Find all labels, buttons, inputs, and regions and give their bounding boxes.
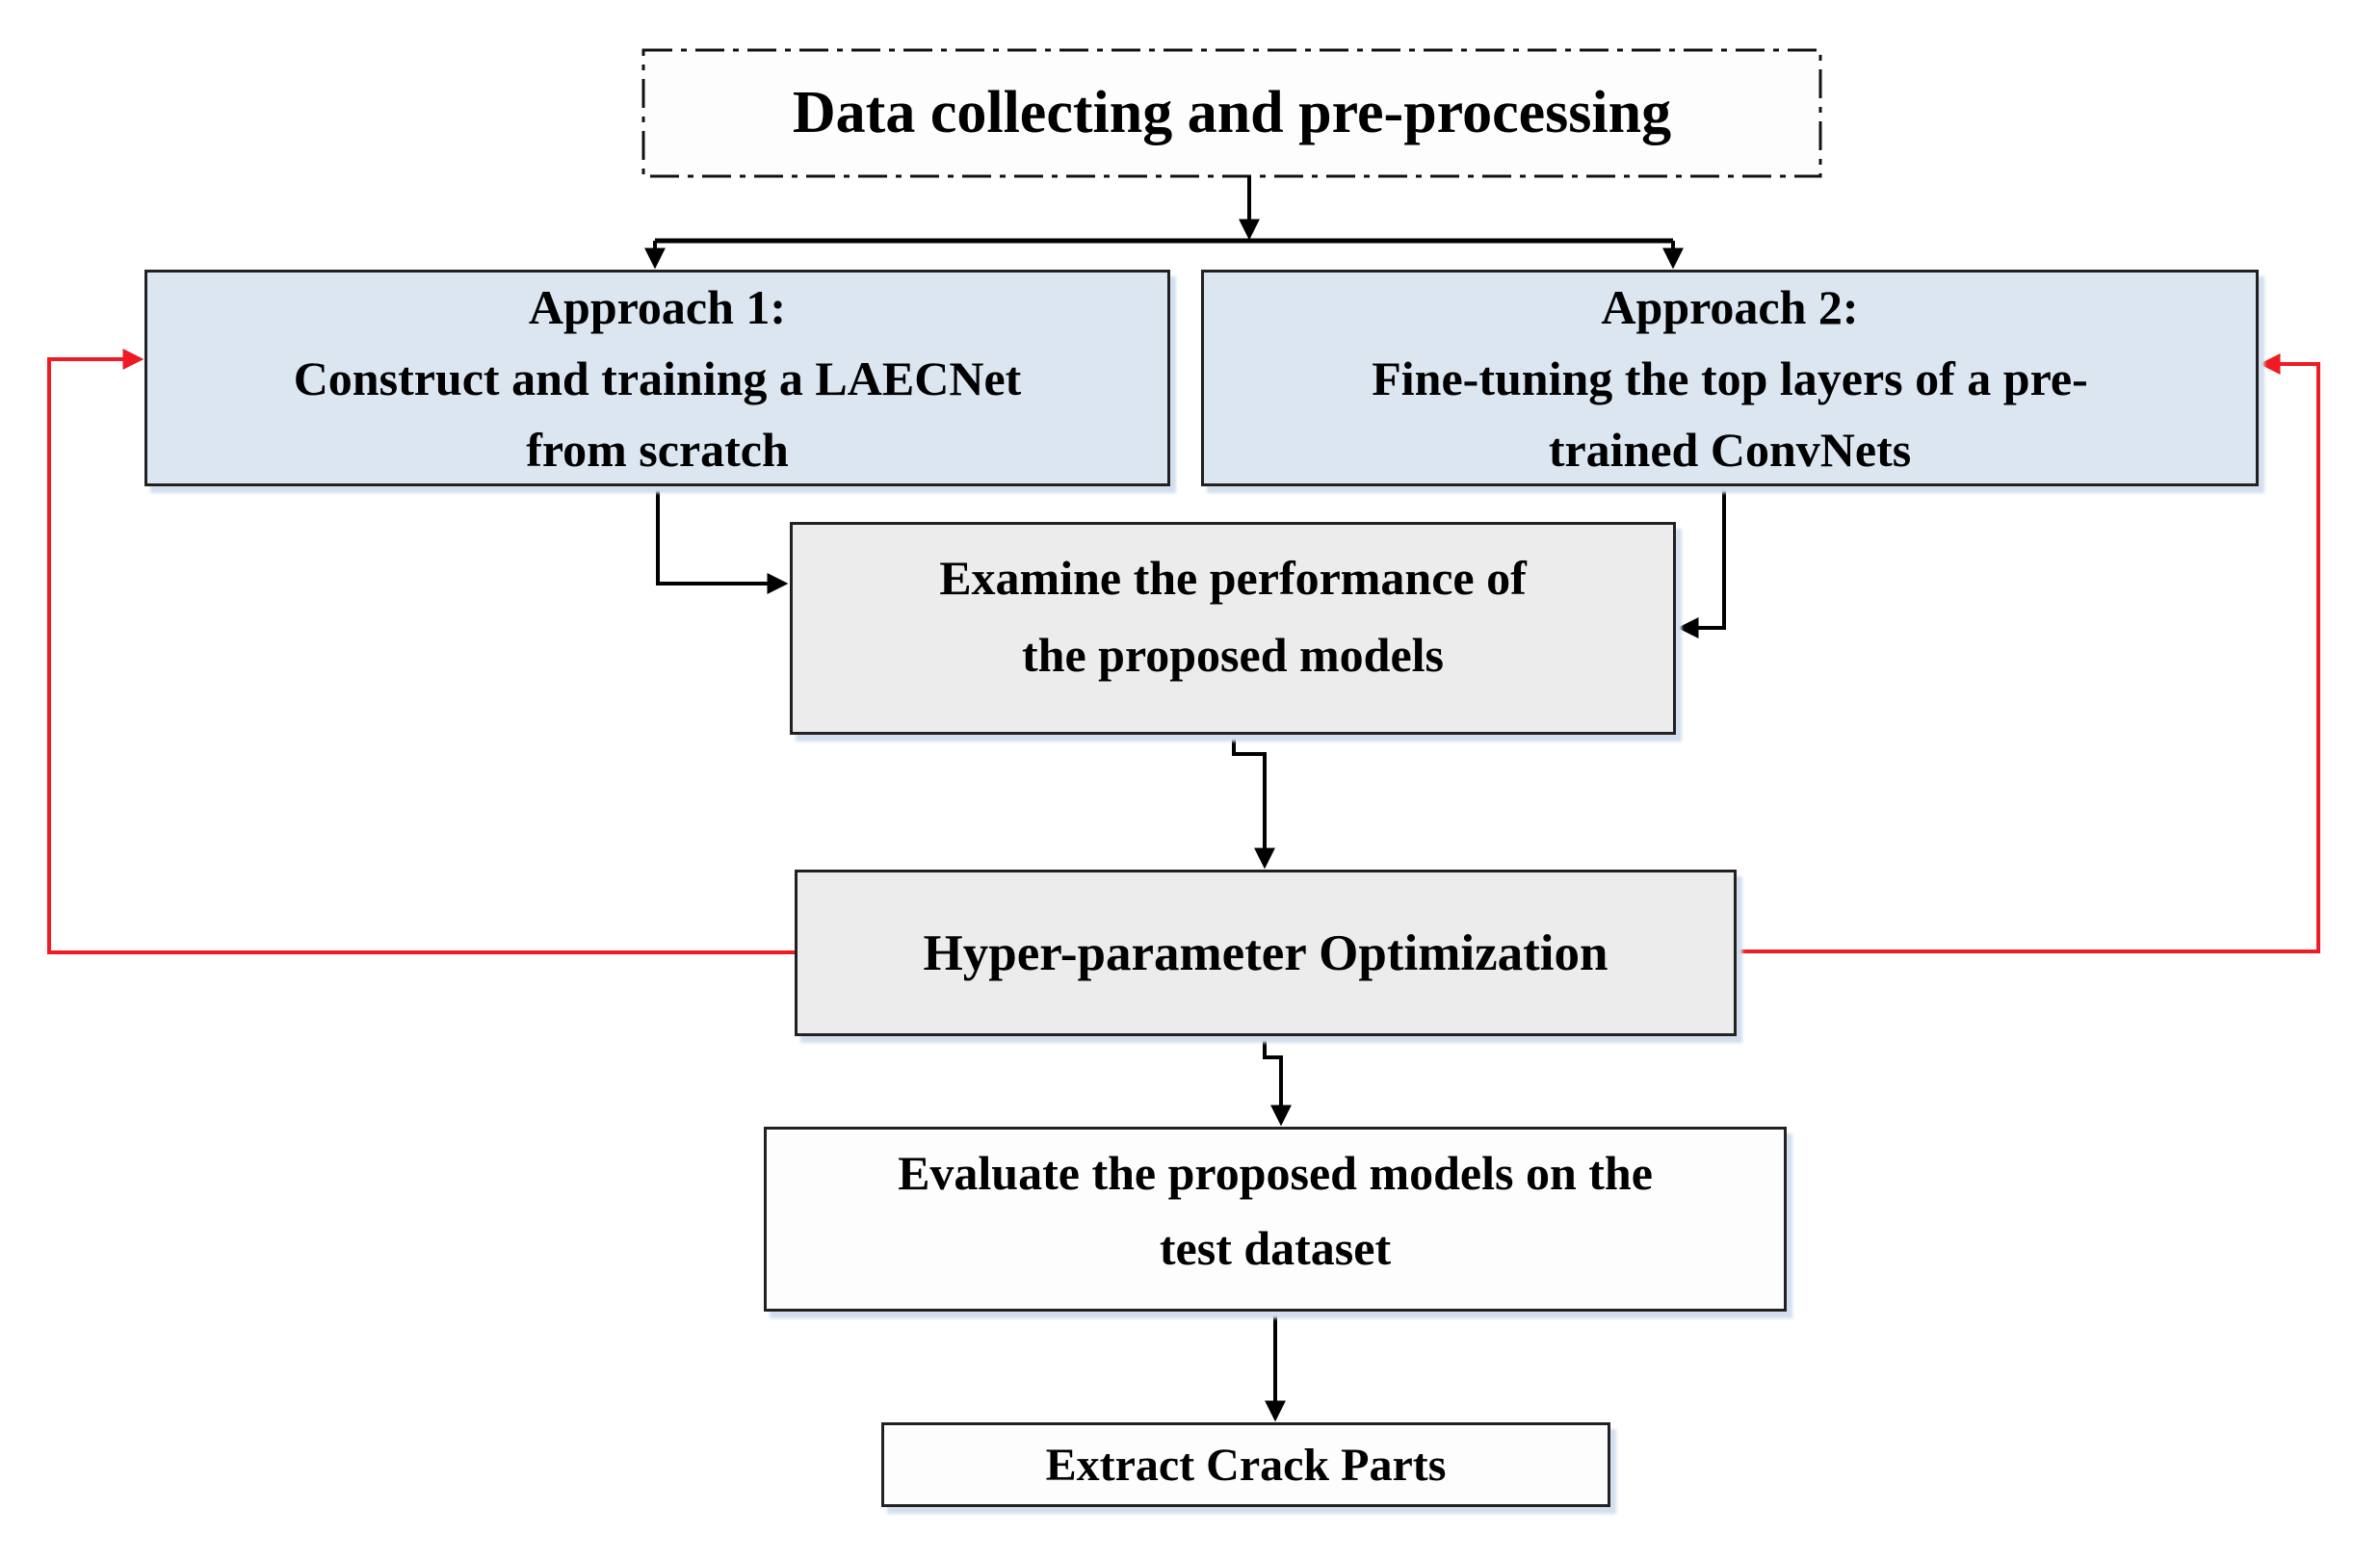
node-label-line: Approach 1: [528,279,787,334]
node-label: Hyper-parameter Optimization [923,924,1608,981]
connector-hyper-to-evaluate [1263,1036,1292,1127]
node-evaluate-models: Evaluate the proposed models on the test… [764,1127,1787,1312]
node-data-collecting: Data collecting and pre-processing [643,50,1820,176]
node-examine-performance: Examine the performance of the proposed … [790,522,1676,735]
node-label-line: Evaluate the proposed models on the [898,1146,1653,1200]
node-label: Extract Crack Parts [1045,1439,1447,1491]
node-label-line: test dataset [1159,1221,1392,1275]
title-box-dashdot-border [641,48,1822,178]
node-approach1: Approach 1: Construct and training a LAE… [144,270,1170,486]
node-label-line: the proposed models [1021,627,1444,682]
node-extract-crack-parts: Extract Crack Parts [881,1422,1610,1507]
feedback-hyper-to-approach2 [1737,353,2320,953]
feedback-hyper-to-approach1 [47,349,795,954]
node-label-line: Approach 2: [1601,279,1859,334]
node-label: Data collecting and pre-processing [792,80,1672,145]
node-label-line: Fine-tuning the top layers of a pre- [1372,351,2088,405]
node-label-line: trained ConvNets [1548,422,1912,477]
node-label-line: Examine the performance of [939,550,1527,605]
node-label-line: from scratch [526,422,789,477]
node-label-line: Construct and training a LAECNet [293,351,1022,405]
connector-examine-to-hyper [1232,734,1275,870]
node-approach2: Approach 2: Fine-tuning the top layers o… [1201,270,2259,486]
node-hyperparameter-optimization: Hyper-parameter Optimization [795,870,1737,1036]
connector-approach2-to-examine [1677,484,1726,638]
connector-approach1-to-examine [656,486,789,594]
